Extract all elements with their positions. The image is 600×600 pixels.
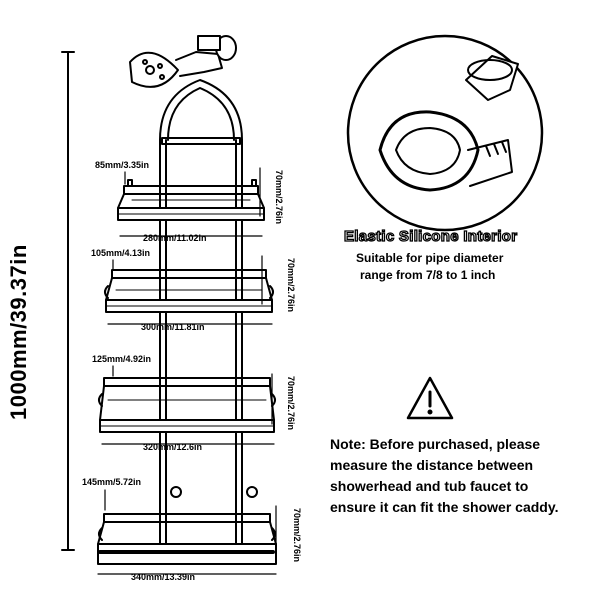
note-line3: showerhead and tub faucet to (330, 478, 529, 494)
shelf-4 (97, 486, 277, 565)
shelf-3 (98, 377, 276, 433)
shelf-4-spacing: 70mm/2.76in (292, 508, 302, 563)
shelf-4-depth: 145mm/5.72in (82, 477, 142, 487)
shelf-2-depth: 105mm/4.13in (91, 248, 151, 258)
shelf-1-depth: 85mm/3.35in (95, 160, 150, 170)
shelf-4-width: 340mm/13.39in (131, 572, 196, 582)
interior-line2: range from 7/8 to 1 inch (360, 268, 496, 282)
height-dimension-line (61, 51, 75, 551)
shelf-3-width: 320mm/12.6in (143, 442, 203, 452)
interior-line1: Suitable for pipe diameter (356, 251, 504, 265)
shelf-3-depth: 125mm/4.92in (92, 354, 152, 364)
shelf-2-width: 300mm/11.81in (141, 322, 205, 332)
note-line4: ensure it can fit the shower caddy. (330, 499, 559, 515)
warning-icon (406, 376, 454, 420)
shelf-1-spacing: 70mm/2.76in (274, 170, 284, 225)
note-line2: measure the distance between (330, 457, 534, 473)
shelf-1 (117, 179, 265, 221)
interior-title: Elastic Silicone Interior (343, 227, 518, 245)
shelf-1-width: 280mm/11.02in (143, 233, 207, 243)
dimension-marks (97, 167, 277, 575)
shelf-3-spacing: 70mm/2.76in (286, 376, 296, 431)
pipe-clamp-icon (346, 34, 544, 232)
shelf-2-spacing: 70mm/2.76in (286, 258, 296, 313)
height-label: 1000mm/39.37in (6, 244, 31, 420)
note-line1: Note: Before purchased, please (330, 436, 541, 452)
shower-head-icon (129, 35, 237, 88)
shelf-2 (104, 269, 274, 313)
